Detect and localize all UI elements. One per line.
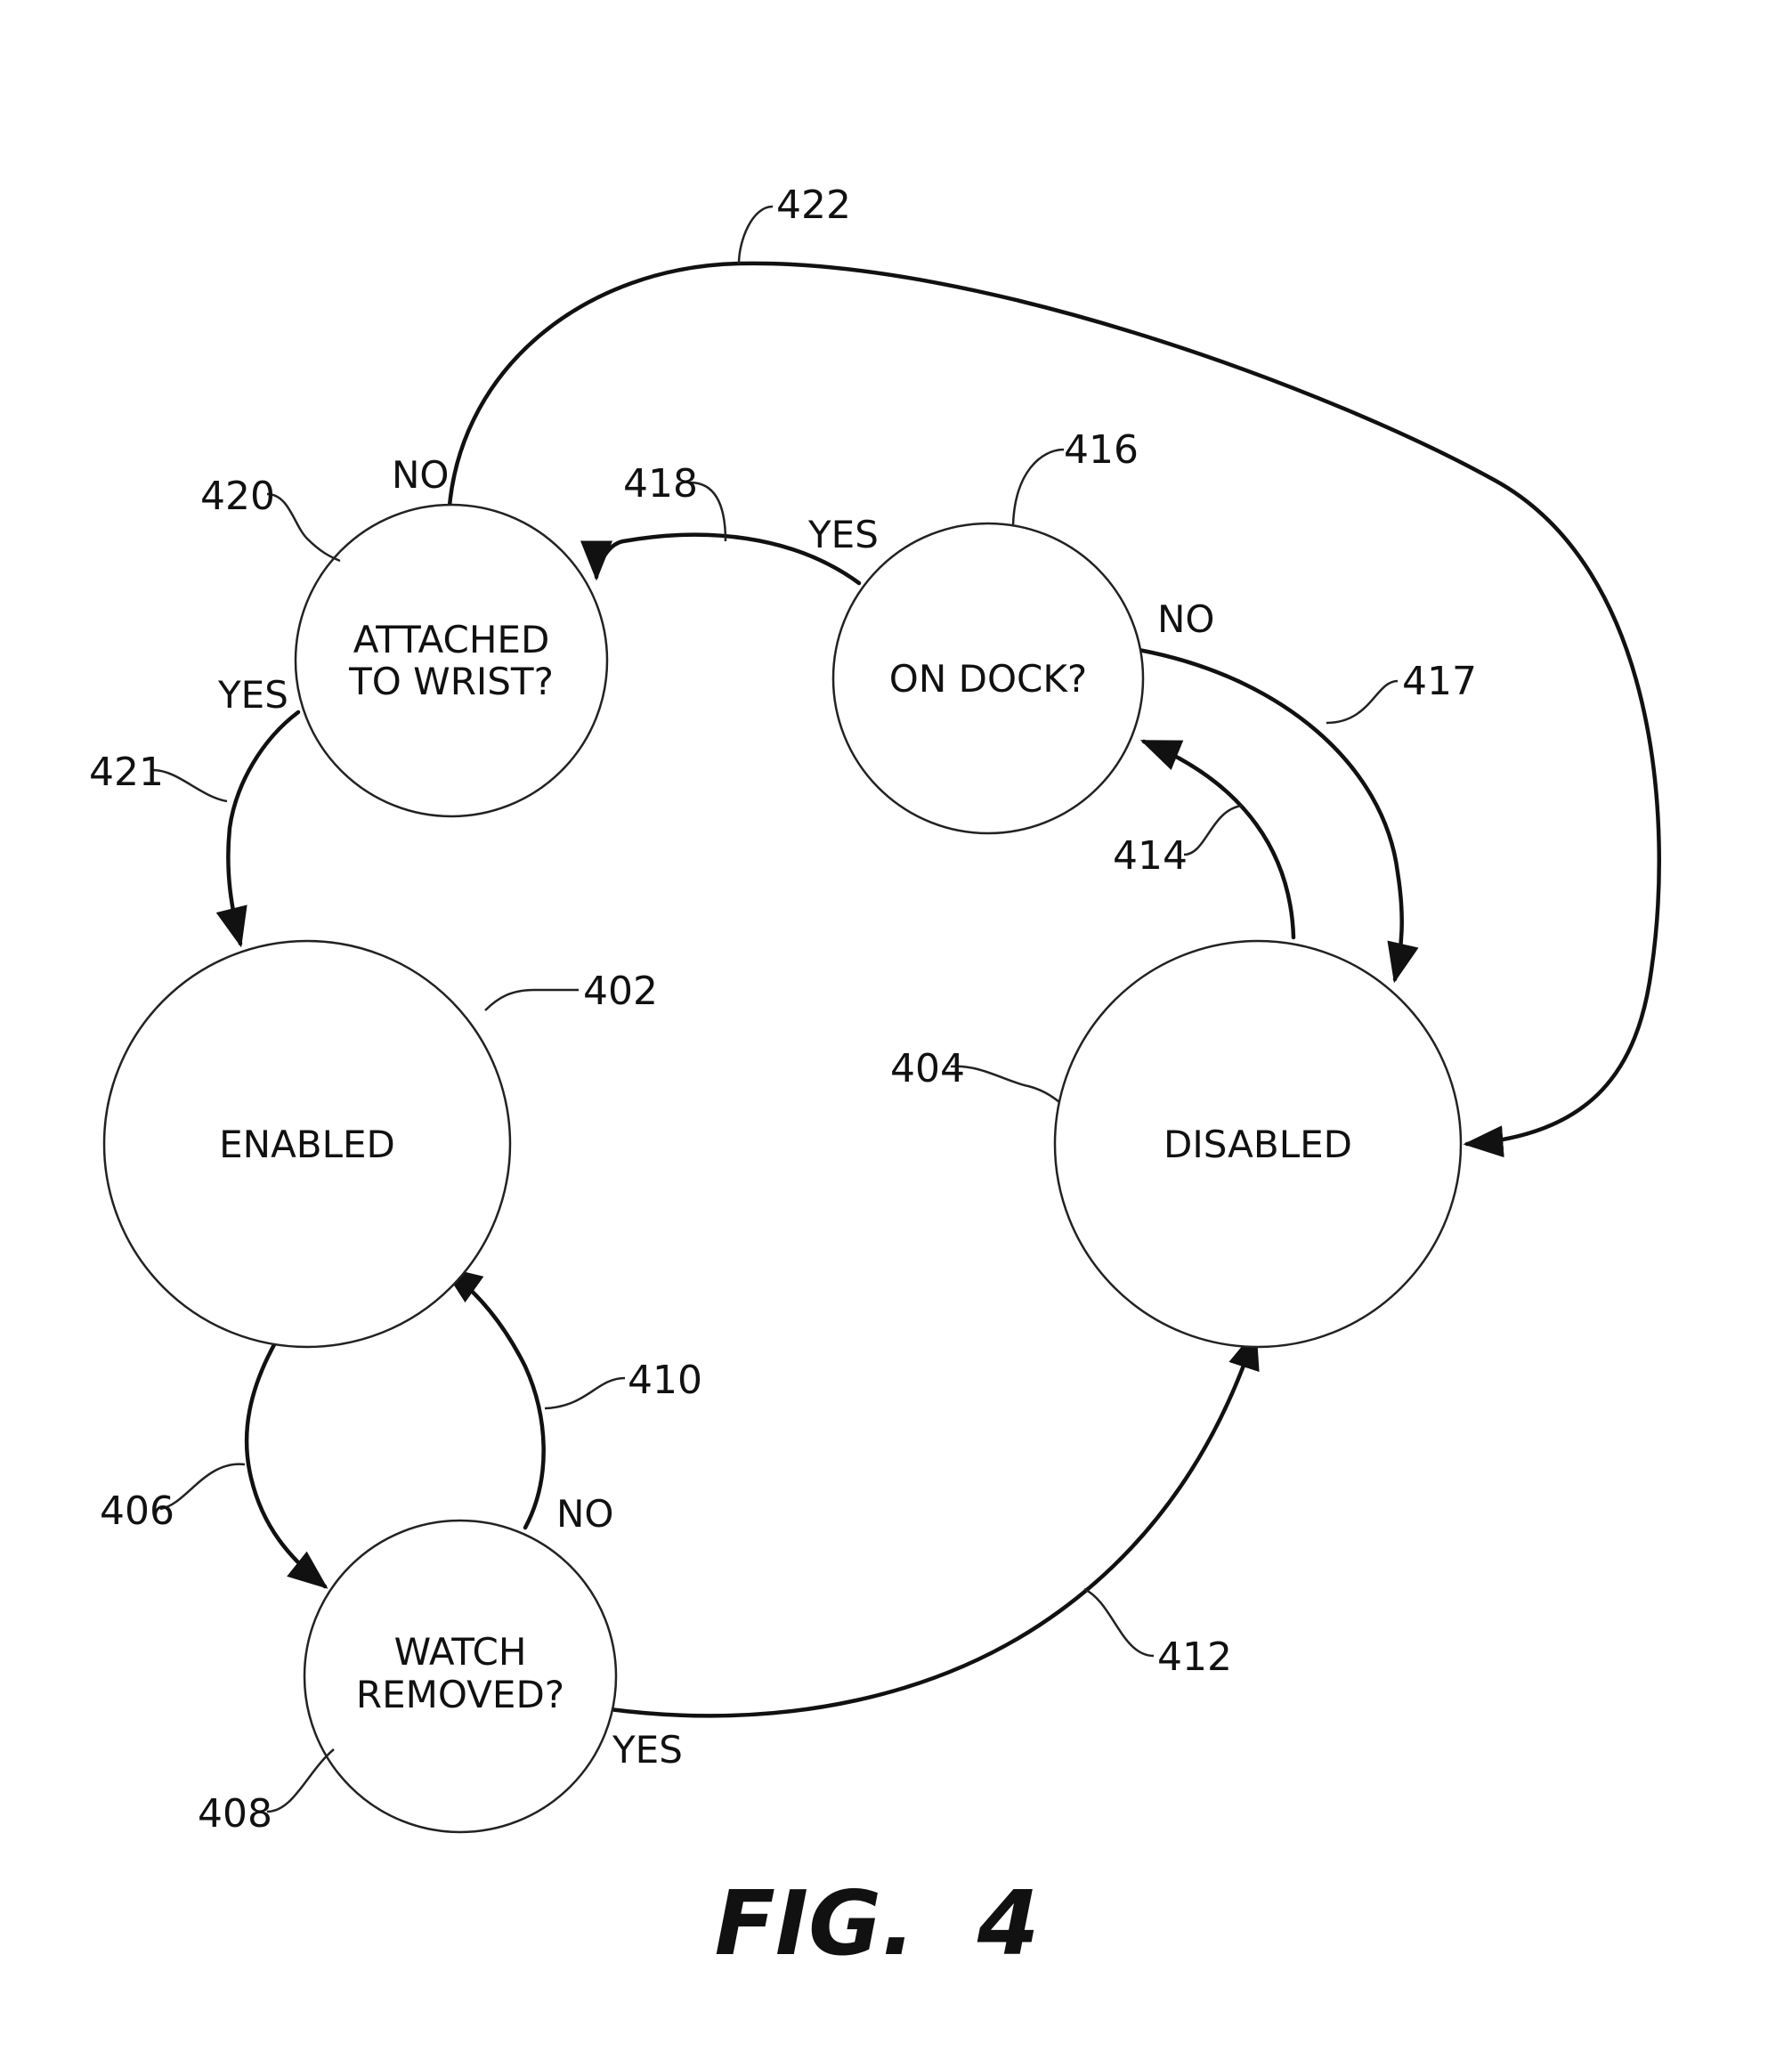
leader-418	[689, 481, 727, 542]
cond-418-yes: YES	[807, 513, 879, 556]
edge-422-wrist-to-disabled	[447, 261, 1661, 1158]
ref-422: 422	[776, 182, 851, 228]
cond-421-yes: YES	[217, 673, 288, 717]
decision-watch-removed: WATCH REMOVED?	[303, 1519, 618, 1834]
edge-410-removed-to-enabled	[442, 1266, 546, 1530]
attached-to-wrist-line2: TO WRIST?	[348, 660, 554, 703]
edge-406-enabled-to-removed	[244, 1337, 328, 1589]
leader-402	[484, 988, 579, 1011]
leader-416	[1011, 448, 1065, 526]
decision-on-dock: ON DOCK?	[831, 522, 1145, 835]
leader-421	[152, 768, 228, 803]
ref-410: 410	[628, 1358, 702, 1403]
figure-caption: FIG. 4	[715, 1871, 1040, 1975]
watch-removed-line2: REMOVED?	[356, 1673, 564, 1716]
ref-408: 408	[198, 1791, 272, 1837]
ref-412: 412	[1157, 1634, 1232, 1680]
leader-417	[1326, 679, 1399, 725]
cond-422-no: NO	[392, 453, 449, 497]
ref-402: 402	[583, 969, 658, 1014]
leader-406	[159, 1463, 246, 1511]
ref-414: 414	[1113, 833, 1188, 879]
state-disabled: DISABLED	[1053, 939, 1463, 1349]
decision-attached-to-wrist: ATTACHED TO WRIST?	[294, 503, 609, 818]
state-enabled-label: ENABLED	[219, 1123, 395, 1166]
edge-417-dock-to-disabled	[1136, 647, 1419, 984]
edge-418-dock-to-wrist	[580, 532, 862, 586]
leader-408	[266, 1748, 335, 1813]
ref-406: 406	[100, 1488, 174, 1534]
watch-removed-line1: WATCH	[394, 1630, 527, 1674]
ref-420: 420	[200, 474, 275, 519]
state-disabled-label: DISABLED	[1164, 1123, 1352, 1166]
ref-417: 417	[1402, 659, 1477, 704]
on-dock-label: ON DOCK?	[889, 657, 1087, 701]
ref-404: 404	[890, 1046, 965, 1091]
leader-404	[950, 1065, 1060, 1103]
cond-417-no: NO	[1157, 597, 1214, 641]
state-enabled: ENABLED	[102, 939, 512, 1349]
ref-418: 418	[623, 461, 698, 507]
leader-410	[544, 1376, 626, 1410]
cond-412-yes: YES	[612, 1728, 683, 1772]
attached-to-wrist-line1: ATTACHED	[353, 618, 550, 661]
edge-421-wrist-to-enabled	[215, 710, 301, 948]
leader-420	[266, 492, 341, 563]
ref-421: 421	[89, 750, 164, 795]
ref-416: 416	[1064, 427, 1139, 473]
leader-412	[1083, 1587, 1155, 1658]
edge-414-disabled-to-dock	[1139, 739, 1296, 940]
leader-422	[737, 205, 774, 264]
edge-412-removed-to-disabled	[607, 1328, 1260, 1718]
cond-410-no: NO	[556, 1492, 613, 1536]
leader-414	[1183, 804, 1243, 856]
